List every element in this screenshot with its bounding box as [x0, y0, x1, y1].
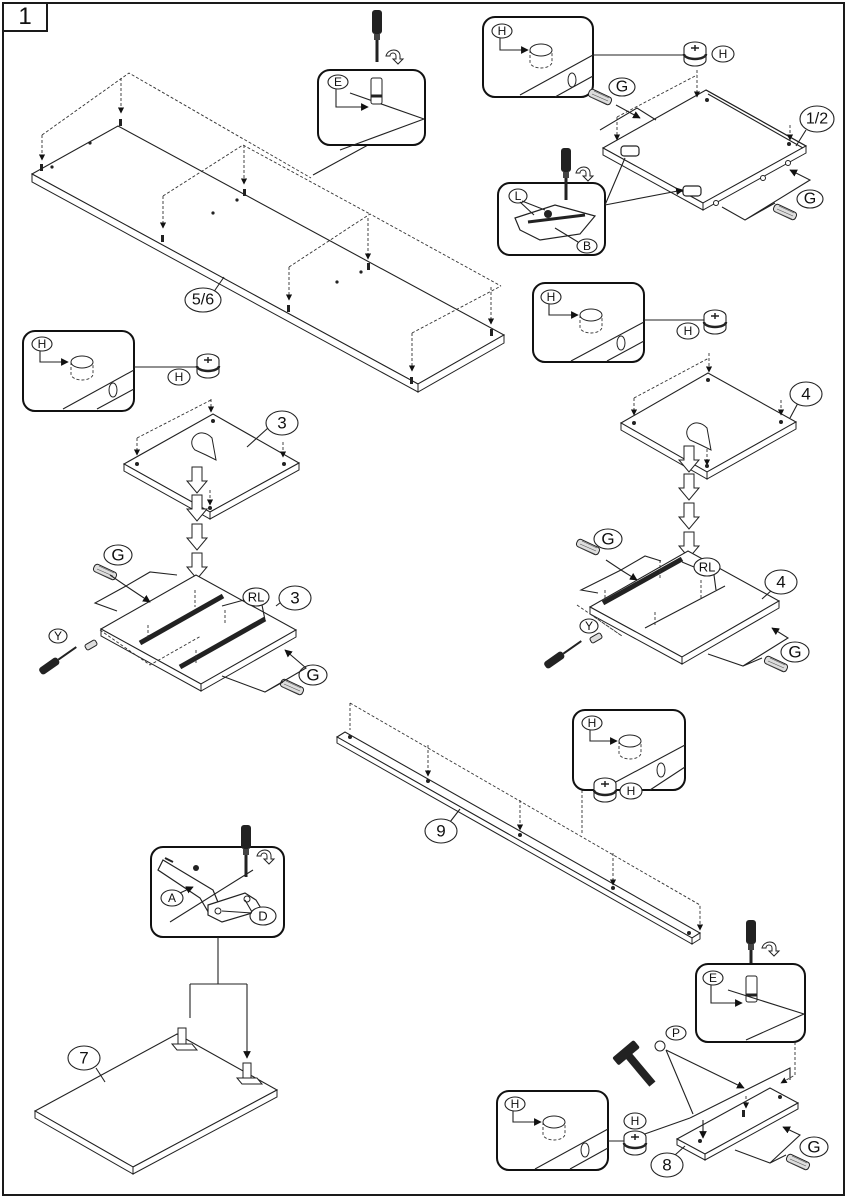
rotate-arrow-icon [385, 49, 404, 65]
hardware-label-H: H [511, 1097, 520, 1111]
hardware-label-B: B [583, 239, 591, 253]
hardware-label-E: E [709, 971, 717, 985]
panel-4-runners [588, 550, 781, 658]
hardware-label-Y: Y [585, 619, 593, 633]
hardware-label-RL: RL [248, 590, 265, 605]
part-7-group: A D 7 [33, 825, 285, 1175]
dowel-icon [771, 202, 799, 222]
hardware-label-G: G [788, 643, 801, 662]
part-label-3: 3 [277, 414, 286, 433]
step-number: 1 [2, 2, 48, 32]
cam-lock-icon [702, 308, 728, 336]
dowel-icon [586, 87, 614, 107]
hardware-label-E: E [334, 75, 342, 89]
hardware-label-L: L [515, 189, 522, 203]
cam-lock-icon [592, 776, 618, 804]
part-label-1-2: 1/2 [806, 111, 828, 128]
cam-lock-icon [622, 1129, 648, 1157]
hardware-label-H: H [498, 24, 507, 38]
part-label-4: 4 [801, 385, 810, 404]
cam-lock-icon [682, 40, 708, 68]
panel-4-group: H H 4 [532, 282, 823, 674]
hardware-label-D: D [258, 909, 267, 924]
panel-3-group: H H 3 [22, 330, 328, 697]
part-label-9: 9 [436, 822, 445, 841]
hardware-label-H: H [719, 47, 728, 61]
cam-bolt-inset: E [317, 10, 426, 151]
hardware-label-H: H [631, 1114, 640, 1128]
hardware-label-G: G [807, 1138, 820, 1157]
nail-icon [654, 1040, 666, 1052]
hardware-label-P: P [672, 1026, 680, 1040]
panel-5-6-group: 5/6 [30, 72, 506, 393]
hardware-label-G: G [306, 666, 319, 685]
part-label-4: 4 [776, 573, 785, 592]
part-label-bubble [184, 287, 222, 313]
hardware-label-RL: RL [699, 560, 716, 575]
cam-lock-icon [195, 352, 221, 380]
hardware-label-H: H [175, 370, 184, 384]
down-arrow-icon [678, 502, 700, 530]
hardware-label-H: H [627, 784, 636, 798]
down-arrow-icon [678, 473, 700, 501]
hammer-icon [612, 1040, 656, 1087]
part-label-8: 8 [662, 1156, 671, 1175]
part-8-group: E P H [496, 920, 829, 1178]
part-label-7: 7 [79, 1049, 88, 1068]
hardware-label-A: A [168, 891, 176, 905]
hardware-label-G: G [111, 546, 124, 565]
flip-arrow-icon [191, 432, 217, 461]
hardware-label-Y: Y [54, 629, 62, 643]
flip-arrow-icon [686, 422, 712, 451]
panel-1-2-group: H H G [482, 16, 835, 256]
part-label-3: 3 [290, 589, 299, 608]
hardware-label-H: H [684, 324, 693, 338]
hardware-label-H: H [588, 716, 597, 730]
hardware-label-H: H [547, 290, 556, 304]
hardware-label-G: G [601, 530, 614, 549]
panel-4 [619, 372, 798, 473]
rotate-arrow-icon [575, 166, 594, 182]
part-label-5-6: 5/6 [192, 292, 214, 309]
hardware-label-G: G [804, 191, 816, 208]
hardware-label-G: G [616, 79, 628, 96]
part-9-group: 9 H H [335, 702, 700, 945]
hardware-label-H: H [38, 337, 47, 351]
down-arrow-icon [186, 523, 208, 551]
screwdriver-icon [544, 640, 582, 669]
screwdriver-icon [372, 10, 382, 62]
rotate-arrow-icon [761, 941, 780, 957]
screwdriver-icon [39, 646, 77, 675]
